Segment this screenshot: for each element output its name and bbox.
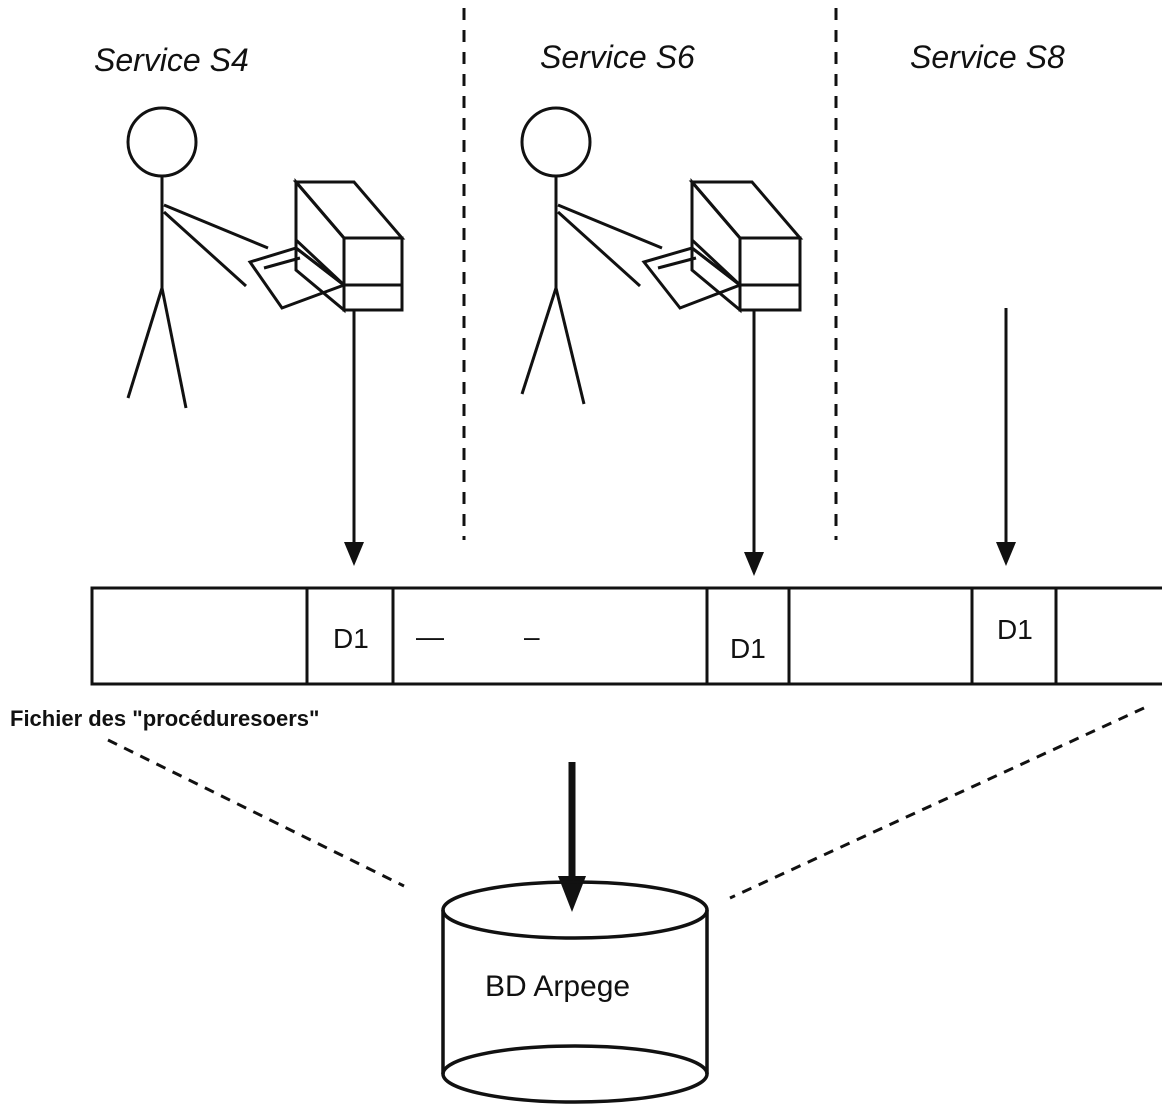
arrowhead-db: [558, 876, 586, 912]
file-cell-d1-s4: D1: [333, 623, 369, 654]
dashed-link-left: [107, 738, 405, 888]
service-s6-title: Service S6: [540, 39, 695, 75]
service-s8-title: Service S8: [910, 39, 1065, 75]
database-label: BD Arpege: [485, 970, 630, 1003]
computer-terminal-icon: [247, 177, 406, 314]
file-cell-dash-1: —: [416, 621, 444, 652]
stick-figure-icon: [126, 106, 269, 409]
dashed-link-right: [729, 706, 1145, 900]
file-label: Fichier des "procéduresoers": [10, 706, 319, 731]
computer-terminal-icon: [641, 177, 804, 314]
file-cell-d1-s8: D1: [997, 614, 1033, 645]
service-s4-title: Service S4: [94, 42, 249, 78]
stick-figure-icon: [520, 106, 663, 405]
file-cell-dash-2: –: [524, 621, 540, 652]
database-cylinder-icon: [441, 880, 709, 1104]
file-cell-d1-s6: D1: [730, 633, 766, 664]
procedures-file-strip: [90, 586, 1162, 686]
arrowhead-s4: [344, 542, 364, 566]
arrowhead-s6: [744, 552, 764, 576]
arrowhead-s8: [996, 542, 1016, 566]
